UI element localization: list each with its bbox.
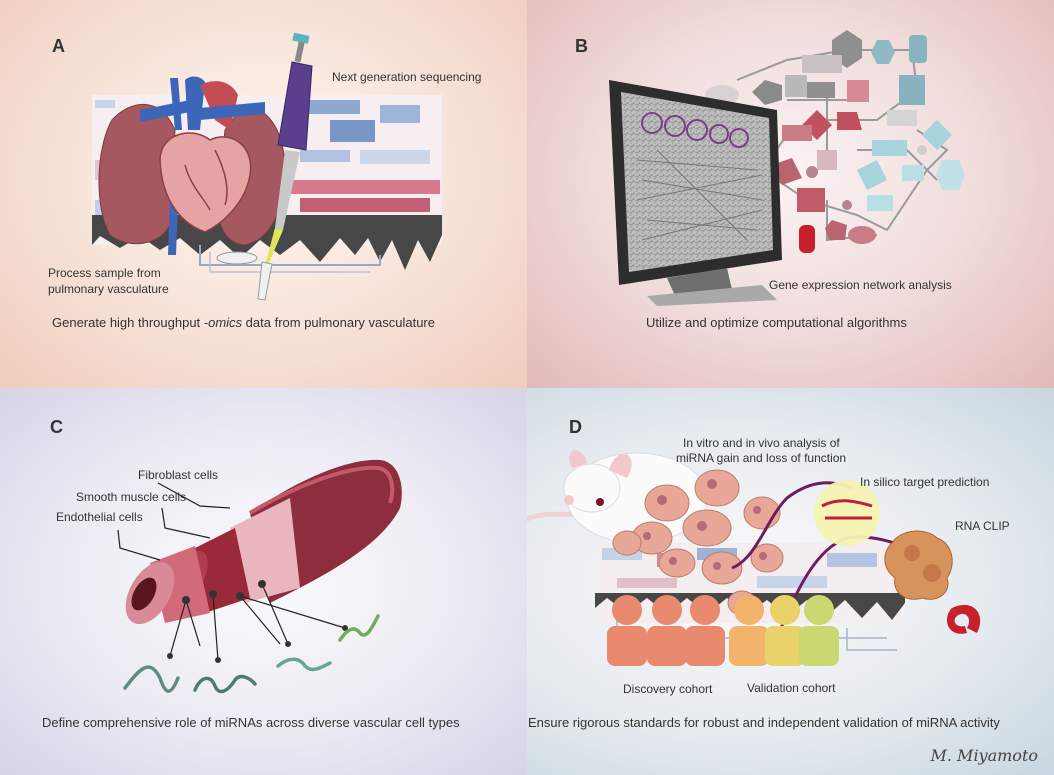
heart xyxy=(159,132,252,233)
panel-d-letter: D xyxy=(569,417,582,437)
blood-vessel xyxy=(125,459,402,625)
label-validation-cohort: Validation cohort xyxy=(747,681,836,695)
panel-b: B Gene expression network analysis Utili… xyxy=(527,0,1054,388)
panel-a-illustration xyxy=(92,32,442,301)
panel-d: D In vitro and in vivo analysis of miRNA… xyxy=(527,388,1054,775)
panel-c: C Fibroblast cells Smooth muscle cells E… xyxy=(0,388,527,775)
panel-a-caption-pre: Generate high throughput xyxy=(52,315,204,330)
panel-a-letter: A xyxy=(52,36,65,56)
artist-signature: M. Miyamoto xyxy=(930,746,1039,765)
magnet-icon xyxy=(947,604,981,634)
pointer-dots xyxy=(167,580,348,663)
cells xyxy=(612,469,784,616)
rna-clip-protein xyxy=(884,530,953,600)
label-discovery-cohort: Discovery cohort xyxy=(623,682,713,696)
validation-cohort-people xyxy=(729,595,839,666)
label-in-vitro-line2: miRNA gain and loss of function xyxy=(676,451,847,465)
panel-b-caption: Utilize and optimize computational algor… xyxy=(646,315,907,330)
label-smooth-muscle-cells: Smooth muscle cells xyxy=(76,490,187,504)
pipette xyxy=(216,32,313,301)
label-process-sample-line2: pulmonary vasculature xyxy=(48,282,169,296)
panel-a-caption-omics: -omics xyxy=(203,315,243,330)
panel-c-letter: C xyxy=(50,417,63,437)
panel-c-caption: Define comprehensive role of miRNAs acro… xyxy=(42,715,460,730)
label-fibroblast-cells: Fibroblast cells xyxy=(138,468,219,482)
panel-a: A Next generation sequencing Process sam… xyxy=(0,0,527,388)
label-next-gen-sequencing: Next generation sequencing xyxy=(332,70,482,84)
label-gene-expression-network: Gene expression network analysis xyxy=(769,278,952,292)
in-silico-circle xyxy=(814,480,880,546)
panel-d-caption: Ensure rigorous standards for robust and… xyxy=(528,715,1000,730)
cell-nuclei xyxy=(643,479,767,570)
panel-b-letter: B xyxy=(575,36,588,56)
label-in-silico-target: In silico target prediction xyxy=(860,475,990,489)
mirna-strands xyxy=(123,614,380,694)
panel-a-caption: Generate high throughput -omics data fro… xyxy=(52,315,435,330)
label-process-sample-line1: Process sample from xyxy=(48,266,161,280)
label-rna-clip: RNA CLIP xyxy=(955,519,1010,533)
label-endothelial-cells: Endothelial cells xyxy=(56,510,143,524)
panel-d-illustration xyxy=(527,450,981,666)
monitor xyxy=(609,80,782,306)
cell-pointers xyxy=(117,482,346,661)
panel-c-illustration xyxy=(117,459,402,694)
panel-a-caption-post: data from pulmonary vasculature xyxy=(242,315,435,330)
lung-left xyxy=(98,103,176,245)
panel-b-illustration xyxy=(609,30,965,306)
label-in-vitro-line1: In vitro and in vivo analysis of xyxy=(683,436,840,450)
discovery-cohort-people xyxy=(607,595,725,666)
